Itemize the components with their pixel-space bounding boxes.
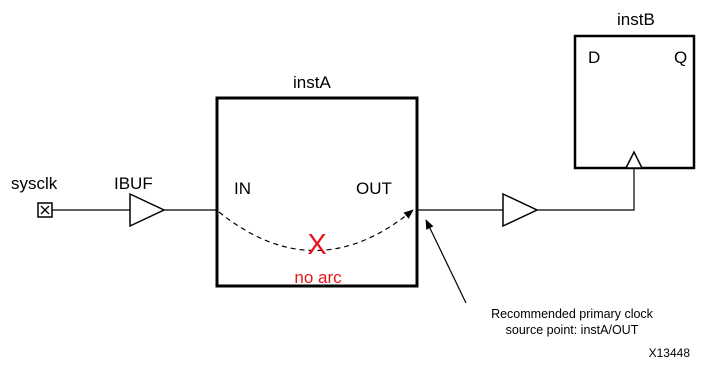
- clock-buffer-symbol: [502, 192, 539, 228]
- instb-pin-q: Q: [674, 48, 687, 67]
- callout-line-2: source point: instA/OUT: [506, 323, 639, 337]
- port-label: sysclk: [11, 174, 58, 193]
- no-arc-x-mark: X: [307, 229, 326, 261]
- insta-label: instA: [293, 73, 331, 92]
- instb-pin-d: D: [588, 48, 600, 67]
- wire-buffer-instb-clock: [537, 168, 635, 211]
- no-arc-label: no arc: [294, 268, 342, 287]
- port-symbol: [37, 202, 53, 218]
- instb-clock-pin-triangle: [624, 150, 644, 169]
- timing-arc-dashed: [218, 209, 414, 252]
- insta-pin-out: OUT: [356, 179, 392, 198]
- instb-label: instB: [617, 10, 655, 29]
- insta-pin-in: IN: [234, 179, 251, 198]
- ibuf-label: IBUF: [114, 174, 153, 193]
- insta-block: [215, 96, 419, 288]
- instb-flipflop: [573, 34, 696, 170]
- callout-arrow: [425, 219, 467, 304]
- ibuf-buffer-symbol: [129, 192, 166, 228]
- callout-line-1: Recommended primary clock: [491, 307, 654, 321]
- figure-id: X13448: [649, 346, 691, 360]
